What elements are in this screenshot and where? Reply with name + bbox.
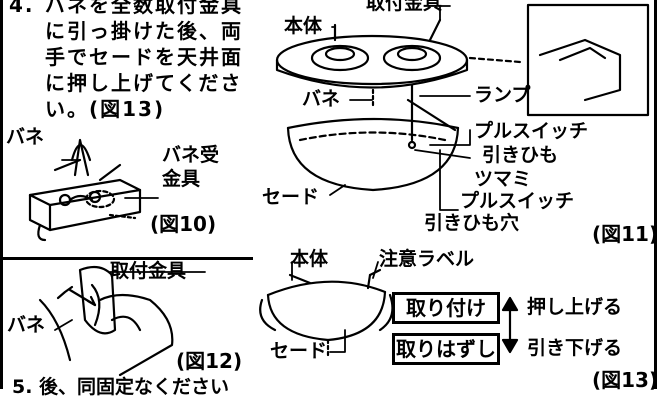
fig11-lamp-label: ランプ: [474, 84, 531, 106]
divider-line: [0, 257, 253, 260]
step-line-4: に押し上げてくださ: [45, 71, 243, 95]
fig11-pull-cord-label-2: 引きひも: [482, 144, 559, 166]
fig11-bane-label: バネ: [302, 88, 341, 110]
fig11-pull-hole-label-2: 引きひも穴: [424, 212, 520, 234]
fig11-tsumami-label: ツマミ: [474, 168, 532, 190]
fig10-bane-label: バネ: [6, 126, 45, 148]
fig10-caption: (図10): [150, 212, 217, 236]
step-line-5: い。(図13): [45, 97, 166, 121]
fig11-shade-label: セード: [262, 186, 320, 208]
step-number: 4.: [9, 0, 35, 17]
step-line-1: バネを全数取付金具: [45, 0, 243, 17]
fig13-caption: (図13): [592, 368, 659, 392]
fig12-caption: (図12): [176, 349, 243, 373]
push-up-label: 押し上げる: [527, 296, 623, 318]
direction-arrows: [501, 296, 519, 354]
fig12-bane-label: バネ: [7, 314, 46, 336]
fig13-shade-label: セード: [270, 340, 328, 362]
fig11-hontai-label: 本体: [284, 15, 323, 37]
leader-lines: [54, 5, 471, 353]
fig11-toritsuke-label: 取付金具: [366, 0, 443, 14]
fig12-toritsuke-label: 取付金具: [110, 260, 187, 282]
step-line-3: 手でセードを天井面: [45, 45, 243, 69]
line-art: [28, 3, 650, 377]
fig11-pull-cord-label-1: プルスイッチ: [474, 120, 589, 142]
fig11-caption: (図11): [592, 222, 659, 246]
step-line-2: に引っ掛けた後、両: [45, 19, 243, 43]
fig10-bane-uke-label-2: 金具: [162, 168, 201, 190]
fig11-fixture-drawing: [275, 3, 650, 192]
remove-box: 取りはずし: [392, 333, 500, 365]
fig13-shade-drawing: [259, 268, 394, 357]
fig12-hand-drawing: [38, 265, 174, 377]
pull-down-label: 引き下げる: [527, 337, 623, 359]
page-frame: [0, 0, 657, 389]
fig11-pull-hole-label-1: プルスイッチ: [460, 190, 575, 212]
fig10-bane-uke-label-1: バネ受: [162, 144, 220, 166]
fig10-bracket-drawing: [28, 138, 142, 242]
fig13-hontai-label: 本体: [290, 248, 329, 270]
attach-box: 取り付け: [392, 292, 500, 324]
next-step-fragment: 5. 後、同固定なください: [12, 376, 230, 398]
fig13-label-label: 注意ラベル: [379, 248, 475, 270]
